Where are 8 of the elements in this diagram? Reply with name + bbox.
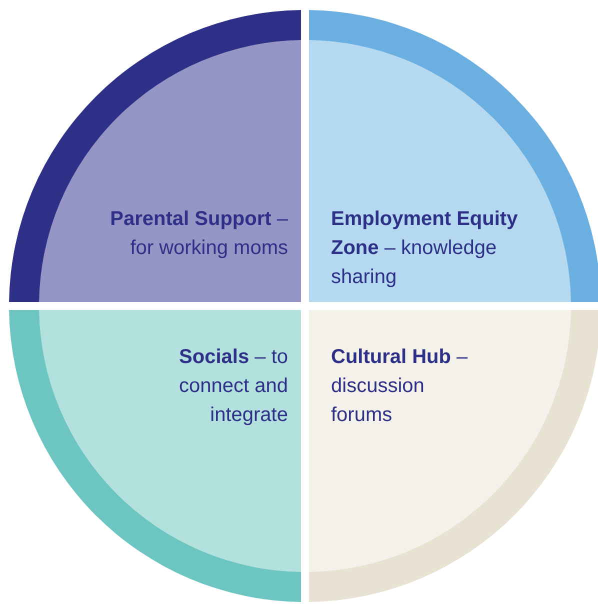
segment-label: Employment Equity Zone – knowledge sharing xyxy=(331,207,519,290)
quadrant-segment xyxy=(9,310,301,602)
quadrant-segment xyxy=(9,10,301,302)
segment-label: Parental Support – for working moms xyxy=(109,207,288,261)
quadrant-segment xyxy=(309,310,598,602)
quadrant-segment xyxy=(309,10,598,302)
segment-label: Socials – to connect and integrate xyxy=(178,345,288,428)
segment-label: Cultural Hub – discussion forums xyxy=(331,345,469,428)
